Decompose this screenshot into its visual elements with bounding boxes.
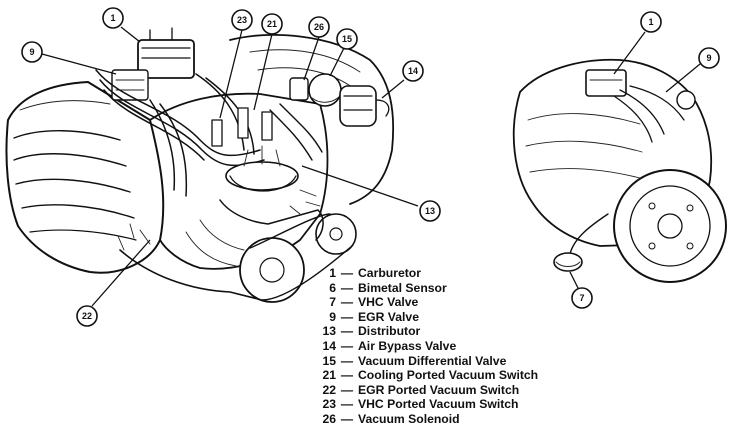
legend-number: 1 (329, 266, 336, 280)
legend-dash: — (340, 295, 354, 310)
callout-7-label: 7 (579, 293, 584, 303)
legend-dash: — (340, 324, 354, 339)
callout-9-left-label: 9 (29, 47, 34, 57)
legend-number: 26 (322, 411, 336, 426)
callout-13: 13 (419, 200, 441, 222)
legend-dash: — (340, 338, 354, 353)
legend-dash: — (340, 382, 354, 397)
legend-item: 23 — VHC Ported Vacuum Switch (312, 397, 632, 412)
callout-21-label: 21 (267, 19, 277, 29)
legend-item: 9 — EGR Valve (312, 310, 632, 325)
legend-label: Bimetal Sensor (358, 280, 447, 295)
legend-number: 15 (322, 353, 336, 368)
legend-item: 7 — VHC Valve (312, 295, 632, 310)
legend-dash: — (340, 368, 354, 383)
right-engine-illustration (512, 58, 727, 283)
legend-label: Vacuum Solenoid (358, 411, 460, 426)
callout-13-label: 13 (425, 206, 435, 216)
legend-number: 13 (322, 324, 336, 339)
callout-9-right: 9 (698, 47, 720, 69)
legend-label: EGR Valve (358, 309, 419, 324)
legend-item: 6 — Bimetal Sensor (312, 281, 632, 296)
legend-dash: — (340, 309, 354, 324)
legend-item: 13 — Distributor (312, 324, 632, 339)
callout-23: 23 (231, 9, 253, 31)
callout-9-right-label: 9 (706, 53, 711, 63)
callout-1-left: 1 (102, 7, 124, 29)
legend-label: VHC Valve (358, 295, 419, 310)
legend-number: 23 (322, 397, 336, 412)
callout-1-right: 1 (640, 11, 662, 33)
legend-number: 14 (322, 338, 336, 353)
legend-dash: — (340, 353, 354, 368)
legend-label: Carburetor (358, 266, 421, 280)
callout-1-left-label: 1 (110, 13, 115, 23)
callout-23-label: 23 (237, 15, 247, 25)
legend-number: 22 (322, 382, 336, 397)
callout-22: 22 (76, 305, 98, 327)
legend-dash: — (340, 280, 354, 295)
legend-item: 21 — Cooling Ported Vacuum Switch (312, 368, 632, 383)
legend-dash: — (340, 411, 354, 426)
legend-item: 22 — EGR Ported Vacuum Switch (312, 383, 632, 398)
legend-label: EGR Ported Vacuum Switch (358, 382, 520, 397)
callout-15-label: 15 (342, 34, 352, 44)
callout-14-label: 14 (408, 66, 418, 76)
callout-22-label: 22 (82, 311, 92, 321)
callout-1-right-label: 1 (648, 17, 653, 27)
callout-7: 7 (571, 287, 593, 309)
legend-number: 21 (322, 368, 336, 383)
legend-label: Cooling Ported Vacuum Switch (358, 368, 539, 383)
legend-number: 6 (329, 280, 336, 295)
legend-label: VHC Ported Vacuum Switch (358, 397, 519, 412)
callout-26-label: 26 (314, 22, 324, 32)
callout-9-left: 9 (21, 41, 43, 63)
legend-item: 14 — Air Bypass Valve (312, 339, 632, 354)
legend-number: 9 (329, 309, 336, 324)
callout-21: 21 (261, 13, 283, 35)
component-legend: 1 — Carburetor 6 — Bimetal Sensor 7 — VHC Valv… (312, 266, 632, 427)
callout-26: 26 (308, 16, 330, 38)
legend-label: Air Bypass Valve (358, 338, 457, 353)
legend-item: 1 — Carburetor (312, 266, 632, 281)
legend-label: Distributor (358, 324, 421, 339)
legend-item: 26 — Vacuum Solenoid (312, 412, 632, 427)
left-engine-illustration (5, 27, 395, 303)
legend-item: 15 — Vacuum Differential Valve (312, 354, 632, 369)
legend-dash: — (340, 266, 354, 280)
leader-lines (41, 26, 701, 307)
callout-15: 15 (336, 28, 358, 50)
legend-dash: — (340, 397, 354, 412)
legend-number: 7 (329, 295, 336, 310)
callout-14: 14 (402, 60, 424, 82)
legend-label: Vacuum Differential Valve (358, 353, 507, 368)
